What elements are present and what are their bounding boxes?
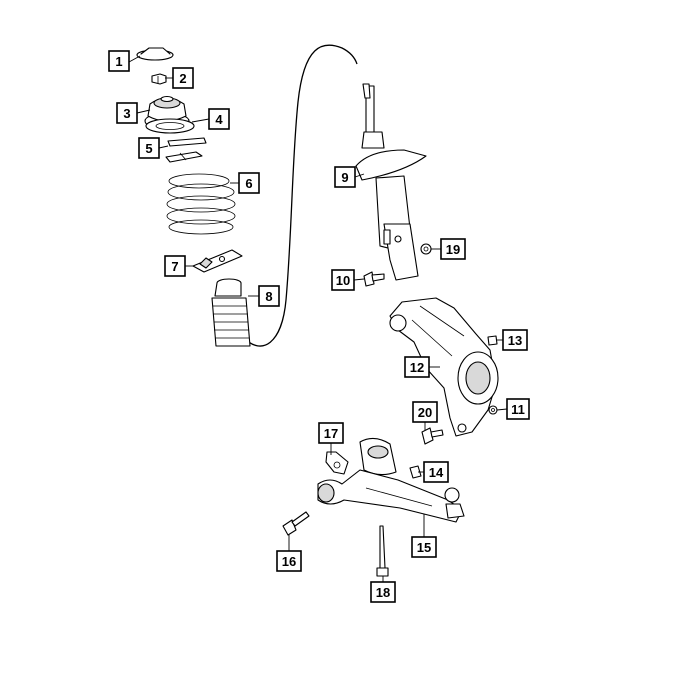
svg-text:17: 17	[324, 426, 338, 441]
svg-text:13: 13	[508, 333, 522, 348]
callout-18: 18	[370, 581, 396, 603]
svg-text:15: 15	[417, 540, 431, 555]
leader-1	[128, 55, 141, 63]
svg-text:14: 14	[429, 465, 444, 480]
svg-text:1: 1	[115, 54, 122, 69]
svg-text:5: 5	[145, 141, 152, 156]
svg-text:4: 4	[215, 112, 223, 127]
part-dust-cap-13	[487, 335, 498, 346]
assembly-bracket-line	[243, 44, 358, 347]
callout-5: 5	[138, 137, 160, 159]
callout-1: 1	[108, 50, 130, 72]
leader-11	[496, 408, 508, 411]
svg-text:20: 20	[418, 405, 432, 420]
callout-13: 13	[502, 329, 528, 351]
part-bolt-10	[363, 271, 385, 287]
callout-12: 12	[404, 356, 430, 378]
callout-8: 8	[258, 285, 280, 307]
callout-11: 11	[506, 398, 530, 420]
part-control-arm	[317, 437, 465, 523]
callout-20: 20	[412, 401, 438, 423]
callout-14: 14	[423, 461, 449, 483]
callout-6: 6	[238, 172, 260, 194]
part-spring-isolator	[165, 137, 207, 163]
part-coil-spring	[166, 173, 236, 235]
part-nut	[151, 73, 167, 85]
leader-10	[353, 278, 365, 281]
part-upper-cap	[136, 47, 174, 61]
callout-15: 15	[411, 536, 437, 558]
svg-text:3: 3	[123, 106, 130, 121]
svg-text:16: 16	[282, 554, 296, 569]
svg-text:6: 6	[245, 176, 252, 191]
svg-text:18: 18	[376, 585, 390, 600]
part-bolt-16	[282, 511, 310, 536]
callout-4: 4	[208, 108, 230, 130]
svg-text:12: 12	[410, 360, 424, 375]
callout-16: 16	[276, 550, 302, 572]
leader-3	[136, 109, 151, 114]
part-lower-spring-seat	[192, 249, 243, 273]
svg-text:11: 11	[511, 402, 525, 417]
svg-text:10: 10	[336, 273, 350, 288]
leader-5	[158, 145, 169, 149]
part-nut-11	[488, 405, 498, 415]
svg-text:8: 8	[265, 289, 272, 304]
part-bearing	[145, 118, 195, 134]
part-bracket-17	[325, 451, 349, 475]
svg-text:9: 9	[341, 170, 348, 185]
callout-10: 10	[331, 269, 355, 291]
svg-text:2: 2	[179, 71, 186, 86]
callout-9: 9	[334, 166, 356, 188]
callout-7: 7	[164, 255, 186, 277]
part-small-nut-19	[420, 243, 432, 255]
callout-2: 2	[172, 67, 194, 89]
callout-17: 17	[318, 422, 344, 444]
part-knuckle	[389, 297, 499, 437]
leader-4	[191, 118, 210, 123]
callout-3: 3	[116, 102, 138, 124]
svg-text:19: 19	[446, 242, 460, 257]
part-dust-boot	[211, 278, 251, 347]
leader-9	[354, 173, 365, 178]
svg-text:7: 7	[171, 259, 178, 274]
callout-19: 19	[440, 238, 466, 260]
part-bolt-20	[421, 427, 444, 445]
part-strut	[355, 83, 427, 281]
part-nut-14	[409, 465, 422, 479]
part-bolt-18	[376, 525, 389, 577]
